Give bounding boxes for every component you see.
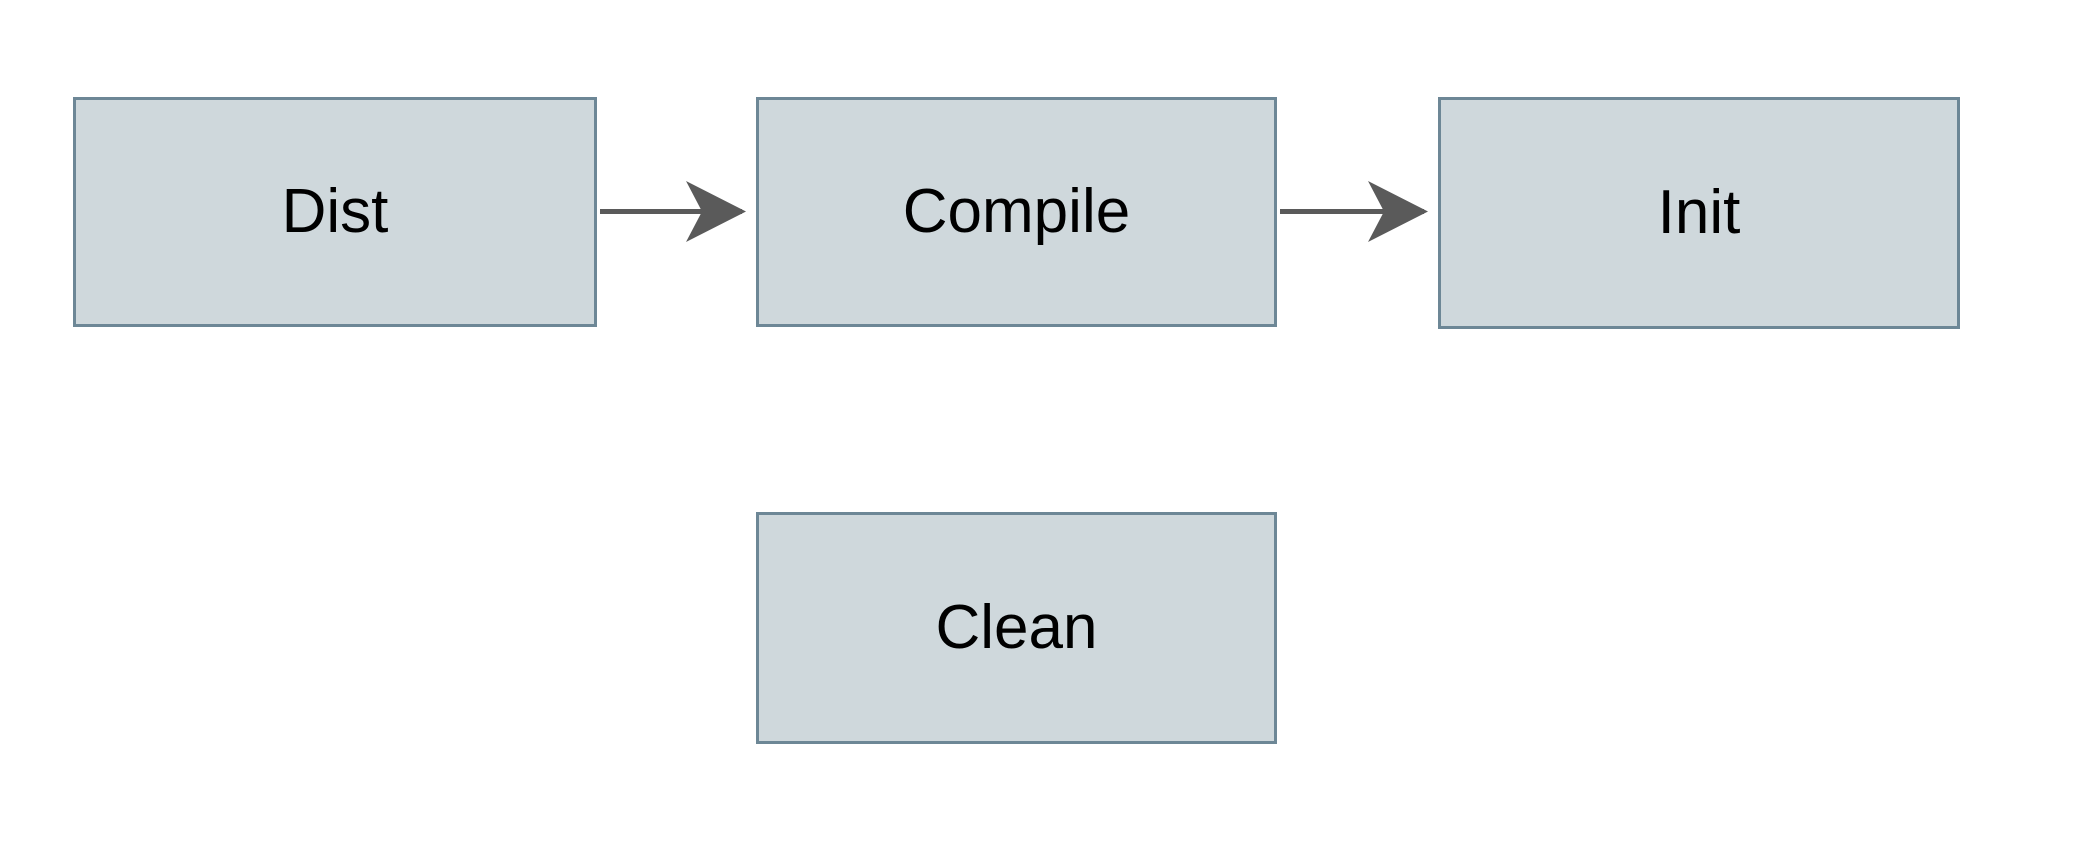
node-label-init: Init bbox=[1657, 178, 1741, 247]
node-label-dist: Dist bbox=[281, 177, 389, 246]
node-clean[interactable]: Clean bbox=[756, 512, 1277, 744]
node-label-clean: Clean bbox=[935, 593, 1098, 662]
node-label-compile: Compile bbox=[902, 177, 1131, 246]
node-dist[interactable]: Dist bbox=[73, 97, 597, 327]
node-init[interactable]: Init bbox=[1438, 97, 1960, 329]
node-compile[interactable]: Compile bbox=[756, 97, 1277, 327]
